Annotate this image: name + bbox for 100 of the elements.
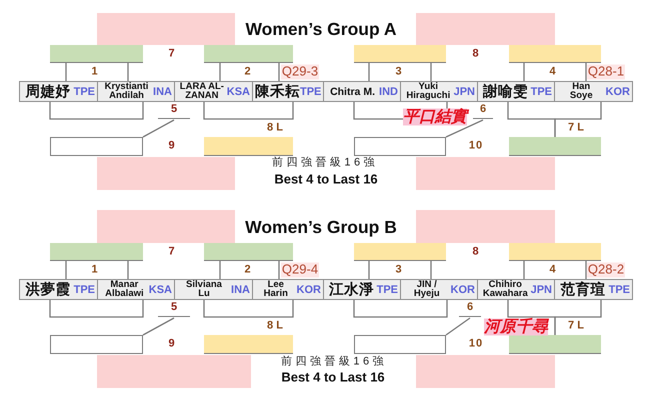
match-number: 8 bbox=[472, 48, 480, 60]
player-cell bbox=[19, 81, 98, 102]
player-cell bbox=[252, 279, 324, 300]
slot-bar bbox=[204, 335, 293, 354]
bracket-line bbox=[523, 63, 525, 81]
slot-bar bbox=[509, 45, 601, 63]
player-cell bbox=[554, 81, 633, 102]
player-name: Manar Albalawi bbox=[104, 280, 145, 298]
slot-box bbox=[354, 335, 446, 354]
slot-bar bbox=[354, 45, 446, 63]
match-number: 10 bbox=[468, 338, 484, 350]
slot-box bbox=[354, 137, 446, 156]
bracket-line bbox=[49, 102, 144, 120]
bracket-line bbox=[446, 119, 484, 138]
country-code: TPE bbox=[300, 86, 322, 98]
match-number: 8 bbox=[472, 246, 480, 258]
player-cell bbox=[554, 279, 633, 300]
bracket-line bbox=[65, 261, 67, 279]
qualifier-tag: Q29-4 bbox=[280, 262, 320, 278]
player-name: Silviana Lu bbox=[185, 280, 223, 298]
player-name: Krystianti Andilah bbox=[104, 82, 150, 100]
match-number: 6 bbox=[459, 300, 481, 317]
bracket-line bbox=[554, 102, 602, 137]
slot-bar bbox=[354, 243, 446, 261]
bracket-line bbox=[203, 102, 294, 120]
country-code: TPE bbox=[74, 284, 95, 296]
player-name: JIN / Hyeju bbox=[412, 280, 441, 298]
player-name: Han Soye bbox=[568, 82, 594, 100]
player-name: 陳禾耘 bbox=[255, 82, 300, 100]
player-name: 謝喻雯 bbox=[482, 82, 528, 100]
bracket-line bbox=[127, 63, 129, 81]
country-code: IND bbox=[379, 86, 398, 98]
player-cell bbox=[252, 81, 324, 102]
match-number: 1 bbox=[91, 66, 99, 78]
bracket-line bbox=[278, 261, 280, 279]
country-code: KOR bbox=[296, 284, 321, 296]
match-number: 7 bbox=[168, 246, 176, 258]
match-number: 5 bbox=[158, 102, 190, 119]
player-cell bbox=[19, 279, 98, 300]
qualifier-tag: Q29-3 bbox=[280, 64, 320, 80]
bracket-line bbox=[219, 63, 221, 81]
player-name: Yuki Hiraguchi bbox=[405, 82, 452, 100]
player-cell bbox=[97, 81, 175, 102]
bracket-line bbox=[127, 261, 129, 279]
player-cell bbox=[174, 81, 253, 102]
subtitle: 前四強晉級16強 bbox=[280, 356, 388, 368]
bracket-line bbox=[353, 300, 448, 318]
match-number: 2 bbox=[244, 264, 252, 276]
bracket-line bbox=[203, 300, 294, 318]
country-code: INA bbox=[231, 284, 250, 296]
subtitle: Best 4 to Last 16 bbox=[274, 172, 378, 188]
country-code: KOR bbox=[606, 86, 630, 98]
bracket-line bbox=[446, 317, 470, 336]
slot-label: 8 L bbox=[267, 320, 283, 332]
slot-bar bbox=[509, 137, 601, 156]
slot-label: 7 L bbox=[568, 320, 584, 332]
match-number: 10 bbox=[468, 140, 484, 152]
bracket-line bbox=[430, 261, 432, 279]
player-cell bbox=[323, 279, 401, 300]
slot-label: 8 L bbox=[267, 122, 283, 134]
qualifier-tag: Q28-1 bbox=[586, 64, 626, 80]
country-code: INA bbox=[153, 86, 172, 98]
bracket-line bbox=[142, 119, 174, 138]
country-code: KSA bbox=[148, 284, 172, 296]
slot-bar bbox=[204, 243, 293, 261]
slot-bar bbox=[204, 45, 293, 63]
country-code: TPE bbox=[376, 284, 398, 296]
slot-bar bbox=[509, 335, 601, 354]
player-name: Lee Harin bbox=[262, 280, 289, 298]
country-code: KSA bbox=[226, 86, 250, 98]
bracket-line bbox=[523, 261, 525, 279]
player-name: Chihiro Kawahara bbox=[482, 280, 529, 298]
slot-bar bbox=[50, 45, 143, 63]
bracket-line bbox=[142, 317, 174, 336]
player-cell bbox=[174, 279, 253, 300]
match-number: 4 bbox=[549, 66, 557, 78]
player-cell bbox=[400, 279, 478, 300]
player-name: 江水淨 bbox=[328, 280, 374, 298]
bracket-line bbox=[368, 63, 370, 81]
match-number: 1 bbox=[91, 264, 99, 276]
slot-box bbox=[50, 137, 143, 156]
country-code: JPN bbox=[454, 86, 475, 98]
subtitle: Best 4 to Last 16 bbox=[281, 370, 385, 386]
match-number: 6 bbox=[473, 102, 493, 119]
winner-annotation: 平口結實 bbox=[403, 108, 467, 126]
country-code: KOR bbox=[450, 284, 475, 296]
group-title: Women’s Group B bbox=[245, 216, 397, 238]
player-name: 范育瑄 bbox=[560, 280, 606, 298]
bracket-line bbox=[585, 261, 587, 279]
country-code: TPE bbox=[530, 86, 552, 98]
bracket-line bbox=[585, 63, 587, 81]
bracket-line bbox=[49, 300, 144, 318]
player-name: 洪夢霞 bbox=[25, 280, 70, 298]
match-number: 3 bbox=[395, 264, 403, 276]
player-name: 周婕妤 bbox=[25, 82, 70, 100]
player-cell bbox=[400, 81, 478, 102]
player-cell bbox=[477, 279, 555, 300]
bracket-line bbox=[65, 63, 67, 81]
bracket-line bbox=[368, 261, 370, 279]
slot-box bbox=[50, 335, 143, 354]
